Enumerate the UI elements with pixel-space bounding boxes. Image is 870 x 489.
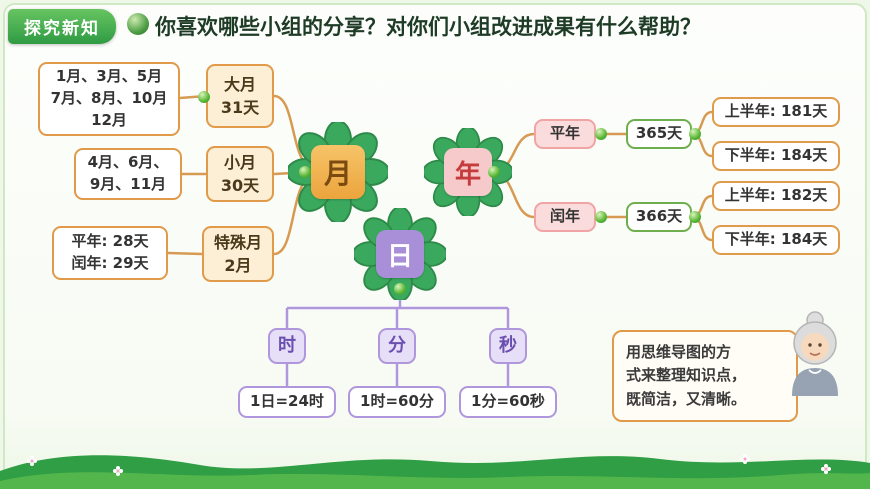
node-label: 特殊月 bbox=[213, 232, 262, 252]
big-month-list: 1月、3月、5月 7月、8月、10月 12月 bbox=[38, 62, 180, 136]
connector-dot bbox=[595, 211, 607, 223]
speech-bubble: 用思维导图的方 式来整理知识点， 既简洁，又清晰。 bbox=[612, 330, 798, 422]
month-flower: 月 bbox=[288, 122, 388, 222]
second-formula: 1分=60秒 bbox=[459, 386, 557, 418]
common-year-second-half: 下半年: 184天 bbox=[712, 141, 840, 171]
connector-dot bbox=[394, 283, 406, 295]
leap-year-node: 闰年 bbox=[534, 202, 596, 232]
unit-label: 分 bbox=[388, 334, 406, 356]
question-text: 你喜欢哪些小组的分享？对你们小组改进成果有什么帮助？ bbox=[155, 15, 701, 39]
formula-label: 1时=60分 bbox=[360, 392, 434, 411]
big-month-node: 大月 31天 bbox=[206, 64, 274, 128]
leap-year-first-half: 上半年: 182天 bbox=[712, 181, 840, 211]
speech-line: 用思维导图的方 bbox=[626, 343, 732, 362]
speech-line: 式来整理知识点， bbox=[626, 366, 747, 385]
small-month-node: 小月 30天 bbox=[206, 146, 274, 202]
special-month-node: 特殊月 2月 bbox=[202, 226, 274, 282]
detail-line: 7月、8月、10月 bbox=[50, 89, 168, 108]
node-days: 2月 bbox=[224, 256, 252, 275]
unit-label: 秒 bbox=[499, 334, 517, 356]
year-node: 年 bbox=[444, 148, 492, 196]
connector-dot bbox=[488, 166, 500, 178]
detail-line: 4月、6月、 bbox=[87, 153, 169, 172]
node-days: 31天 bbox=[220, 98, 260, 117]
connector-dot bbox=[198, 91, 210, 103]
half-label: 上半年: 182天 bbox=[724, 186, 828, 205]
detail-line: 平年: 28天 bbox=[71, 232, 149, 251]
speech-line: 既简洁，又清晰。 bbox=[626, 389, 747, 408]
half-label: 上半年: 181天 bbox=[724, 102, 828, 121]
node-label: 小月 bbox=[223, 152, 256, 172]
common-year-first-half: 上半年: 181天 bbox=[712, 97, 840, 127]
leap-year-days: 366天 bbox=[626, 202, 692, 232]
detail-line: 9月、11月 bbox=[89, 175, 167, 193]
special-month-list: 平年: 28天 闰年: 29天 bbox=[52, 226, 168, 280]
formula-label: 1日=24时 bbox=[250, 392, 324, 411]
year-flower: 年 bbox=[424, 128, 512, 216]
connector-dot bbox=[595, 128, 607, 140]
node-days: 30天 bbox=[220, 176, 260, 195]
unit-label: 时 bbox=[278, 334, 296, 356]
section-badge: 探究新知 bbox=[8, 9, 116, 44]
month-node: 月 bbox=[311, 145, 365, 199]
day-flower: 日 bbox=[354, 208, 446, 300]
minute-node: 分 bbox=[378, 328, 416, 364]
second-node: 秒 bbox=[489, 328, 527, 364]
day-node: 日 bbox=[376, 230, 424, 278]
minute-formula: 1时=60分 bbox=[348, 386, 446, 418]
half-label: 下半年: 184天 bbox=[724, 230, 828, 249]
node-days: 365天 bbox=[635, 124, 683, 143]
half-label: 下半年: 184天 bbox=[724, 146, 828, 165]
leap-year-second-half: 下半年: 184天 bbox=[712, 225, 840, 255]
node-label: 闰年 bbox=[549, 207, 580, 226]
detail-line: 闰年: 29天 bbox=[71, 254, 149, 272]
formula-label: 1分=60秒 bbox=[471, 392, 545, 411]
node-days: 366天 bbox=[635, 207, 683, 226]
common-year-node: 平年 bbox=[534, 119, 596, 149]
connector-dot bbox=[689, 211, 701, 223]
hour-node: 时 bbox=[268, 328, 306, 364]
connector-dot bbox=[689, 128, 701, 140]
teacher-avatar bbox=[792, 311, 838, 396]
hour-formula: 1日=24时 bbox=[238, 386, 336, 418]
connector-dot bbox=[299, 166, 311, 178]
common-year-days: 365天 bbox=[626, 119, 692, 149]
small-month-list: 4月、6月、 9月、11月 bbox=[74, 148, 182, 200]
detail-line: 12月 bbox=[91, 110, 127, 129]
question-ball-icon bbox=[127, 13, 149, 35]
grass-decoration bbox=[0, 454, 870, 489]
node-label: 平年 bbox=[549, 124, 580, 143]
node-label: 大月 bbox=[223, 74, 256, 94]
detail-line: 1月、3月、5月 bbox=[55, 67, 163, 86]
